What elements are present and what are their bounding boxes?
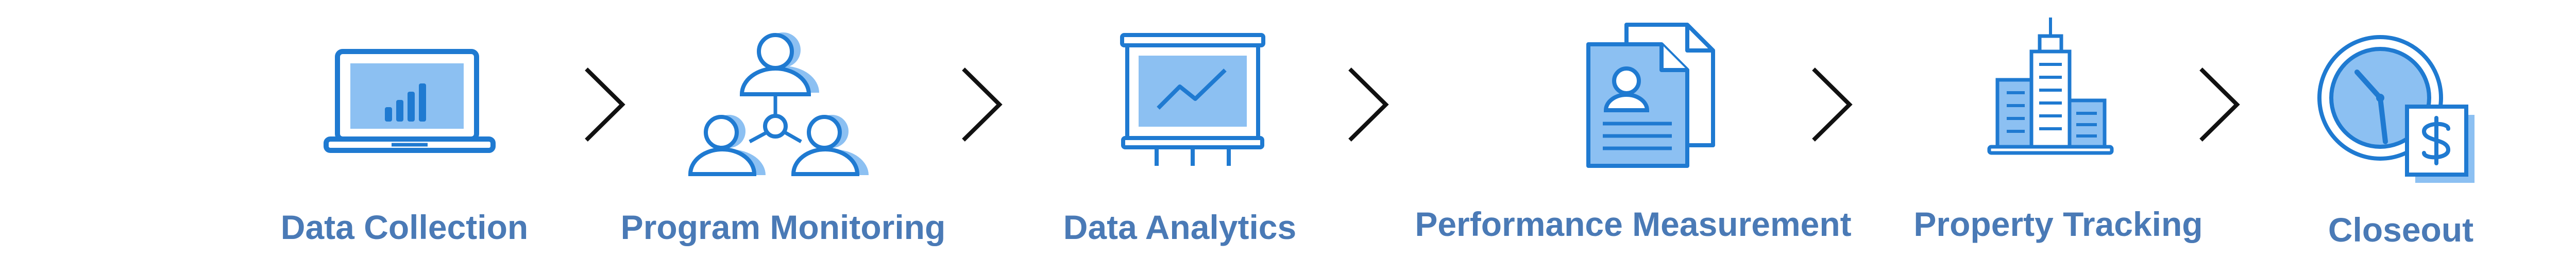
step-label-data-analytics: Data Analytics xyxy=(1063,208,1297,246)
presentation-board-icon xyxy=(1118,31,1273,167)
chevron-right-icon xyxy=(581,66,628,143)
chevron-right-icon xyxy=(1808,66,1855,143)
step-label-closeout: Closeout xyxy=(2328,211,2474,249)
step-label-program-monitoring: Program Monitoring xyxy=(620,208,946,246)
step-label-property-tracking: Property Tracking xyxy=(1913,205,2203,243)
team-network-icon xyxy=(688,28,869,178)
laptop-chart-icon xyxy=(324,46,496,160)
step-label-data-collection: Data Collection xyxy=(280,208,529,246)
chevron-right-icon xyxy=(2196,66,2242,143)
chevron-right-icon xyxy=(1345,66,1391,143)
buildings-icon xyxy=(1986,15,2115,155)
chevron-right-icon xyxy=(958,66,1005,143)
clock-dollar-icon xyxy=(2313,33,2478,188)
step-label-performance-measurement: Performance Measurement xyxy=(1415,205,1852,243)
documents-profile-icon xyxy=(1584,22,1723,171)
